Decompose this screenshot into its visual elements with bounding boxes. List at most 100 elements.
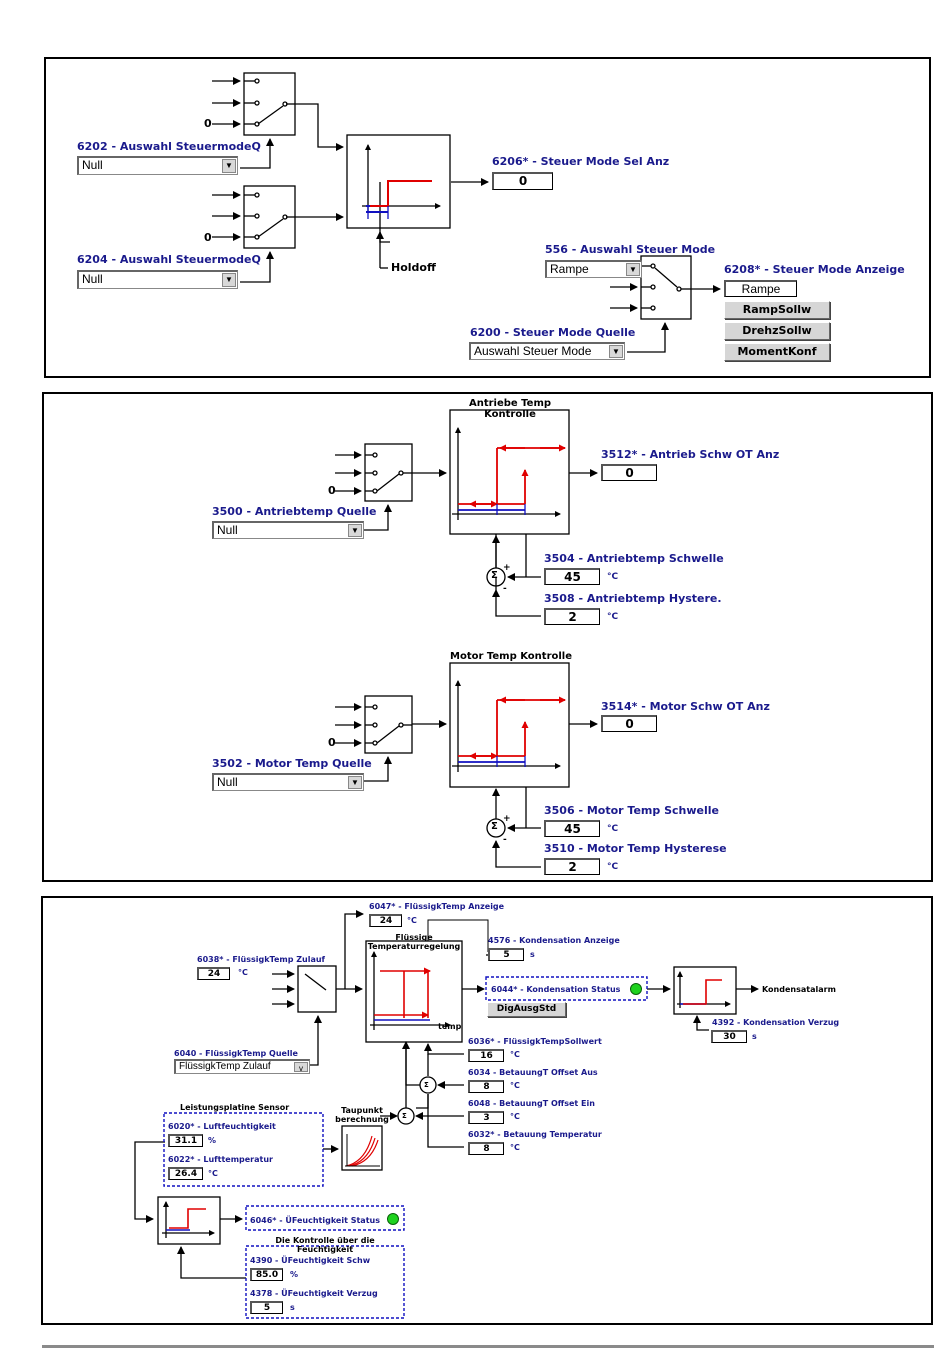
holdoff-label: Holdoff [391, 261, 436, 274]
unit-3510: °C [607, 862, 619, 872]
select-3500[interactable]: Null ▼ [212, 521, 364, 539]
chevron-down-icon[interactable]: v [294, 1062, 308, 1073]
input-4390[interactable]: 85.0 [250, 1268, 283, 1281]
input-3510[interactable]: 2 [544, 858, 600, 875]
momentkonf-button[interactable]: MomentKonf [724, 343, 830, 361]
label-3510: 3510 - Motor Temp Hysterese [544, 842, 727, 855]
select-556[interactable]: Rampe ▼ [545, 260, 642, 278]
value-4392: 30 [711, 1030, 747, 1043]
unit-6034: °C [510, 1081, 520, 1090]
select-6202-value: Null [82, 158, 103, 172]
select-6204-value: Null [82, 272, 103, 286]
label-6036: 6036* - FlüssigkTempSollwert [468, 1037, 602, 1046]
label-3508: 3508 - Antriebtemp Hystere. [544, 592, 722, 605]
unit-4378: s [290, 1303, 295, 1312]
kondensation-status-frame [485, 976, 648, 1001]
unit-3508: °C [607, 612, 619, 622]
input-3504[interactable]: 45 [544, 568, 600, 585]
value-6036: 16 [468, 1049, 504, 1062]
input-4378[interactable]: 5 [250, 1301, 283, 1314]
label-3514: 3514* - Motor Schw OT Anz [601, 700, 770, 713]
taupunkt-block [341, 1125, 383, 1171]
value-6208: Rampe [724, 280, 797, 297]
sigma-symbol-1: Σ [424, 1081, 429, 1089]
label-6020: 6020* - Luftfeuchtigkeit [168, 1122, 276, 1131]
status-led-kondensation [630, 983, 642, 995]
sigma-symbol-motor: Σ [491, 821, 498, 832]
panel-temp-kontrolle [42, 392, 933, 882]
value-4576: 5 [488, 948, 524, 961]
label-6032: 6032* - Betauung Temperatur [468, 1130, 602, 1139]
chevron-down-icon[interactable]: ▼ [348, 776, 362, 789]
unit-6036: °C [510, 1050, 520, 1059]
sensor-title: Leistungsplatine Sensor [180, 1103, 290, 1112]
label-6038: 6038* - FlüssigkTemp Zulauf [197, 955, 326, 964]
select-6040-value: FlüssigkTemp Zulauf [179, 1061, 271, 1072]
label-6040: 6040 - FlüssigkTemp Quelle [174, 1049, 298, 1058]
select-6202[interactable]: Null ▼ [77, 156, 238, 175]
input-3508[interactable]: 2 [544, 608, 600, 625]
unit-4576: s [530, 950, 535, 959]
chevron-down-icon[interactable]: ▼ [222, 159, 236, 173]
plus-sign: + [503, 563, 511, 573]
zero-input-antrieb: 0 [328, 484, 336, 497]
antriebe-temp-block [449, 409, 570, 535]
unit-3504: °C [607, 572, 619, 582]
minus-sign: - [503, 835, 507, 845]
label-6200: 6200 - Steuer Mode Quelle [470, 326, 636, 339]
select-3502[interactable]: Null ▼ [212, 773, 364, 791]
select-6040[interactable]: FlüssigkTemp Zulauf v [174, 1059, 310, 1074]
label-6044: 6044* - Kondensation Status [491, 985, 621, 994]
value-6206: 0 [492, 172, 553, 190]
sensor-frame [163, 1112, 324, 1187]
select-6204[interactable]: Null ▼ [77, 270, 238, 289]
status-led-feuchtigkeit [387, 1213, 399, 1225]
unit-3506: °C [607, 824, 619, 834]
plus-sign: + [503, 814, 511, 824]
panel-fluessigkeit [41, 896, 933, 1325]
label-556: 556 - Auswahl Steuer Mode [545, 243, 716, 256]
label-3502: 3502 - Motor Temp Quelle [212, 757, 372, 770]
value-6022: 26.4 [168, 1167, 203, 1180]
unit-4392: s [752, 1032, 757, 1041]
zero-input-2: 0 [204, 231, 212, 244]
feuchtigkeit-title: Die Kontrolle über die Feuchtigkeit [275, 1236, 375, 1254]
minus-sign: - [503, 584, 507, 594]
label-3506: 3506 - Motor Temp Schwelle [544, 804, 719, 817]
unit-6038: °C [238, 968, 248, 977]
digausgstd-button[interactable]: DigAusgStd [487, 1002, 566, 1017]
chevron-down-icon[interactable]: ▼ [626, 263, 640, 276]
label-4390: 4390 - ÜFeuchtigkeit Schw [250, 1256, 371, 1265]
input-3506[interactable]: 45 [544, 820, 600, 837]
label-3512: 3512* - Antrieb Schw OT Anz [601, 448, 780, 461]
temp-axis-label: temp [438, 1022, 462, 1031]
input-6034[interactable]: 8 [468, 1080, 504, 1093]
chevron-down-icon[interactable]: ▼ [609, 345, 623, 358]
label-3500: 3500 - Antriebtemp Quelle [212, 505, 377, 518]
label-6208: 6208* - Steuer Mode Anzeige [724, 263, 905, 276]
chevron-down-icon[interactable]: ▼ [348, 524, 362, 537]
select-6200[interactable]: Auswahl Steuer Mode ▼ [469, 342, 625, 360]
select-3502-value: Null [217, 775, 238, 789]
zero-input-motor: 0 [328, 736, 336, 749]
chevron-down-icon[interactable]: ▼ [222, 273, 236, 287]
drehzsollw-button[interactable]: DrehzSollw [724, 322, 830, 340]
label-6047: 6047* - FlüssigkTemp Anzeige [369, 902, 505, 911]
value-6032: 8 [468, 1142, 504, 1155]
select-3500-value: Null [217, 523, 238, 537]
select-556-value: Rampe [550, 262, 589, 276]
rampsollw-button[interactable]: RampSollw [724, 301, 830, 319]
humidity-hysteresis-block [157, 1196, 221, 1245]
label-6206: 6206* - Steuer Mode Sel Anz [492, 155, 670, 168]
unit-4390: % [290, 1270, 299, 1279]
value-3512: 0 [601, 464, 657, 481]
holdoff-block [346, 134, 451, 229]
label-4378: 4378 - ÜFeuchtigkeit Verzug [250, 1289, 378, 1298]
page-footer-rule [42, 1345, 934, 1348]
unit-6048: °C [510, 1112, 520, 1121]
label-6022: 6022* - Lufttemperatur [168, 1155, 273, 1164]
select-6200-value: Auswahl Steuer Mode [474, 344, 592, 358]
motor-temp-block [449, 662, 570, 788]
input-6048[interactable]: 3 [468, 1111, 504, 1124]
